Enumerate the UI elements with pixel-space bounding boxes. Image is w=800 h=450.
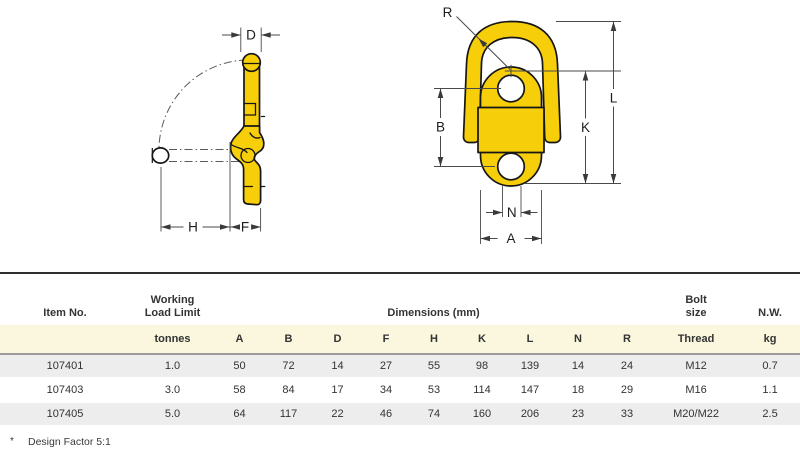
col-header-item-no: Item No. <box>43 307 87 319</box>
cell-item-no: 107401 <box>0 354 130 379</box>
dim-label-d: D <box>246 28 256 43</box>
radius-center-mark <box>504 64 518 78</box>
bolt-hole-bottom <box>496 152 526 181</box>
table-subheader-row: tonnes A B D F H K L N R Thread kg <box>0 325 800 355</box>
subheader-h: H <box>410 325 458 355</box>
dim-label-f: F <box>241 220 249 235</box>
dim-label-h: H <box>188 220 198 235</box>
cell-wll: 1.0 <box>130 354 215 379</box>
cell-wll: 5.0 <box>130 402 215 427</box>
subheader-thread: Thread <box>652 325 741 355</box>
col-header-dimensions: Dimensions (mm) <box>387 307 480 319</box>
swivel-arc <box>158 59 248 149</box>
subheader-kg: kg <box>740 325 800 355</box>
dim-label-l: L <box>610 91 618 106</box>
dim-label-r: R <box>443 5 453 20</box>
spec-table: Item No. Working Load Limit Dimensions (… <box>0 272 800 427</box>
subheader-f: F <box>362 325 410 355</box>
dimension-d: D <box>222 27 280 52</box>
cell-thread: M12 <box>652 354 741 379</box>
col-header-wll: Working Load Limit <box>144 294 201 319</box>
col-header-bolt-size: Bolt size <box>685 294 707 319</box>
footnote-marker: * <box>10 436 14 447</box>
subheader-d: D <box>313 325 362 355</box>
cell-nw: 2.5 <box>740 402 800 427</box>
footnote-text: Design Factor 5:1 <box>28 436 111 448</box>
side-view-drawing: D H F <box>151 27 280 235</box>
table-row: 107401 1.0 50 72 14 27 55 98 139 14 24 M… <box>0 354 800 379</box>
dim-label-a: A <box>506 231 515 246</box>
cell-thread: M20/M22 <box>652 402 741 427</box>
bolt-hole-top <box>496 74 526 103</box>
cell-item-no: 107405 <box>0 402 130 427</box>
table-header-row: Item No. Working Load Limit Dimensions (… <box>0 273 800 325</box>
subheader-n: N <box>554 325 602 355</box>
dimension-k: K <box>581 71 590 184</box>
subheader-b: B <box>264 325 313 355</box>
cell-nw: 1.1 <box>740 378 800 403</box>
col-header-nw: N.W. <box>758 307 782 319</box>
dim-label-n: N <box>507 205 517 220</box>
table-row: 107405 5.0 64 117 22 46 74 160 206 23 33… <box>0 402 800 427</box>
subheader-k: K <box>458 325 506 355</box>
cell-thread: M16 <box>652 378 741 403</box>
subheader-r: R <box>602 325 653 355</box>
cell-wll: 3.0 <box>130 378 215 403</box>
subheader-a: A <box>215 325 264 355</box>
dimension-h-f: H F <box>160 142 262 235</box>
dimension-b: B <box>436 88 445 167</box>
front-view-drawing: R B K <box>434 5 621 246</box>
table-row: 107403 3.0 58 84 17 34 53 114 147 18 29 … <box>0 378 800 403</box>
dimension-l: L <box>610 21 618 184</box>
product-base-band <box>477 106 545 154</box>
dim-label-k: K <box>581 120 590 135</box>
dim-label-b: B <box>436 120 445 135</box>
footnote: * Design Factor 5:1 <box>0 436 800 448</box>
dimension-r: R <box>443 5 511 70</box>
cell-nw: 0.7 <box>740 354 800 379</box>
subheader-tonnes: tonnes <box>130 325 215 355</box>
technical-drawings: D H F <box>151 5 621 246</box>
product-side-profile <box>229 52 266 206</box>
subheader-l: L <box>506 325 554 355</box>
dimension-n: N <box>486 205 538 220</box>
dimension-a: A <box>480 231 542 246</box>
cell-item-no: 107403 <box>0 378 130 403</box>
swivelled-ring-end <box>151 147 170 164</box>
